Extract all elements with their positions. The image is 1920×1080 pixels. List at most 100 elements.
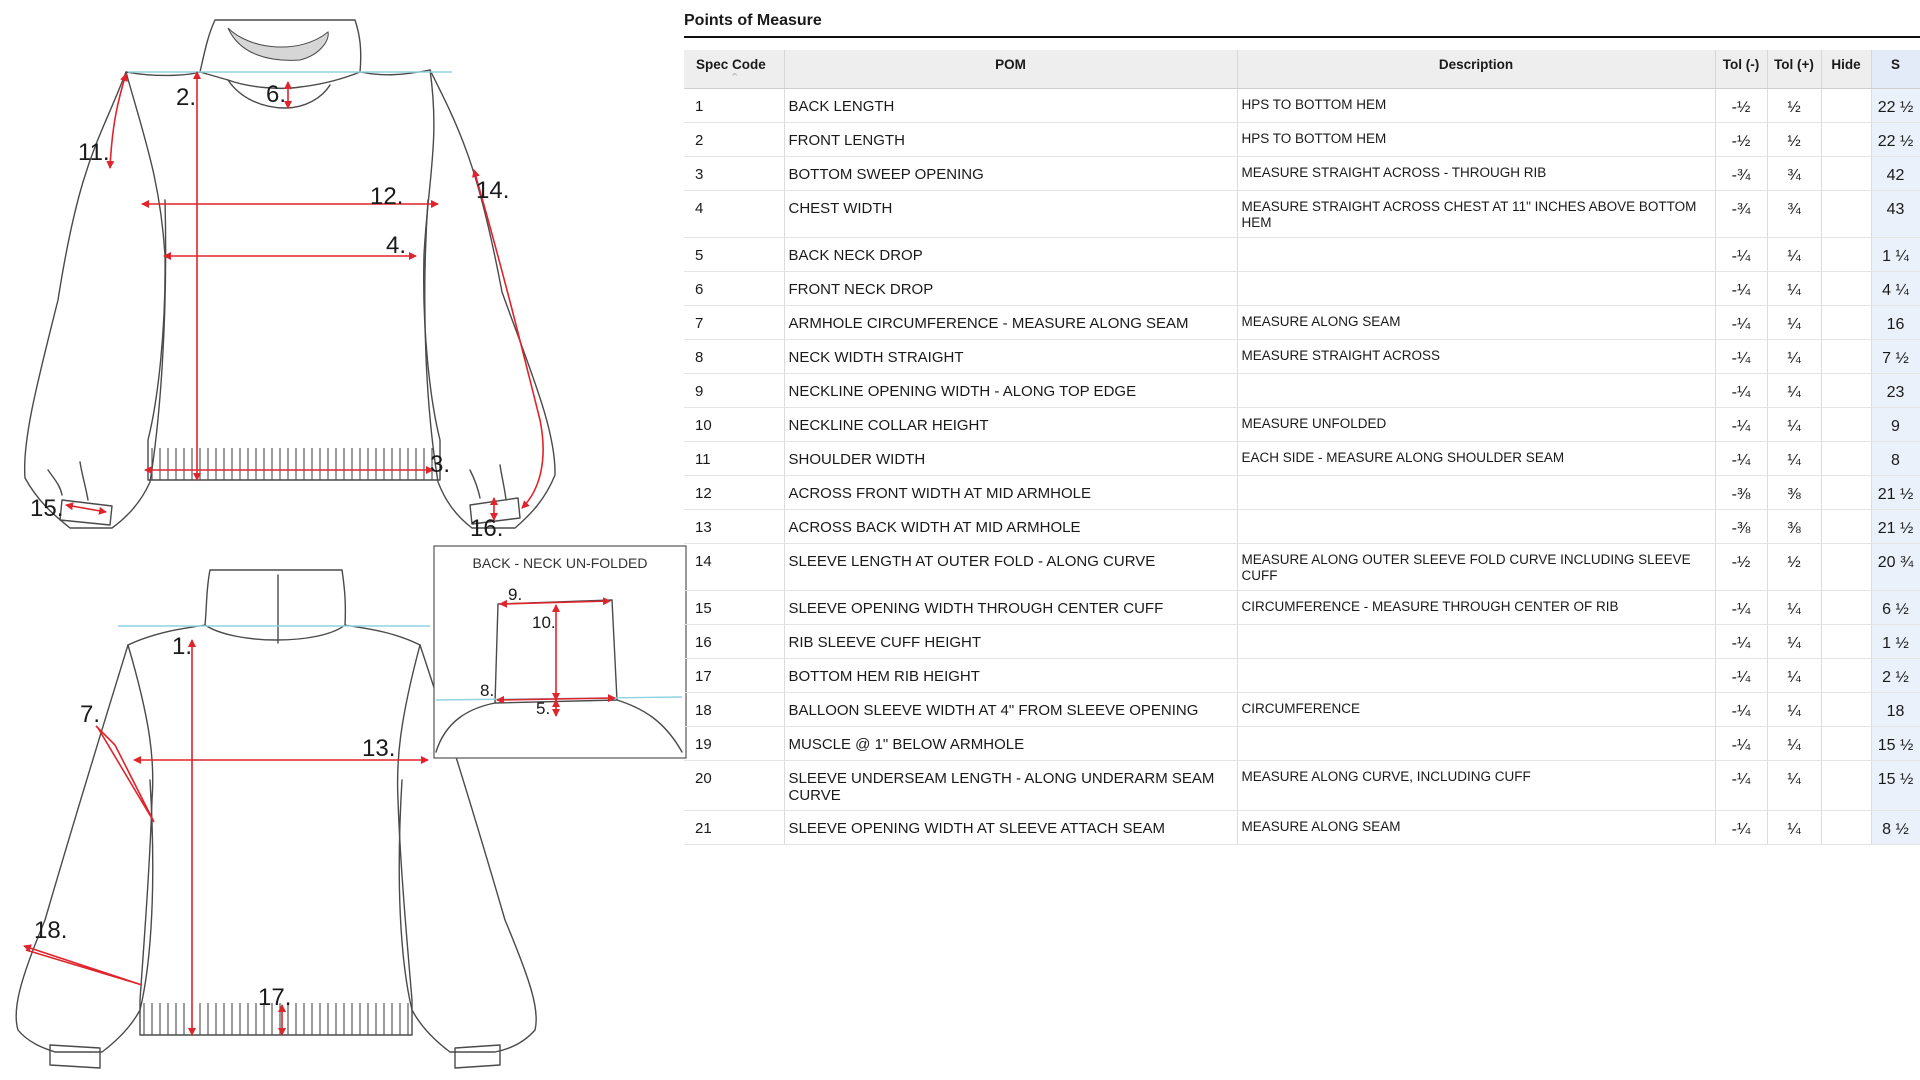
size-s-value-cell[interactable]: 1 ½ [1871, 624, 1920, 659]
hide-cell[interactable] [1821, 339, 1872, 374]
size-s-value-cell[interactable]: 8 ½ [1871, 810, 1920, 845]
hide-cell[interactable] [1821, 305, 1872, 340]
hide-cell[interactable] [1821, 441, 1872, 476]
size-s-value-cell[interactable]: 4 ¼ [1871, 271, 1920, 306]
hide-cell[interactable] [1821, 373, 1872, 408]
tol-minus-cell: -⅜ [1715, 475, 1768, 510]
hide-cell[interactable] [1821, 237, 1872, 272]
size-s-value-cell[interactable]: 8 [1871, 441, 1920, 476]
inset-label-8: 8. [480, 681, 494, 700]
size-s-value-cell[interactable]: 18 [1871, 692, 1920, 727]
hide-cell[interactable] [1821, 122, 1872, 157]
hide-cell[interactable] [1821, 726, 1872, 761]
spec-code-cell: 11 [684, 441, 785, 476]
size-s-value-cell[interactable]: 16 [1871, 305, 1920, 340]
hide-cell[interactable] [1821, 624, 1872, 659]
description-cell: CIRCUMFERENCE - MEASURE THROUGH CENTER O… [1237, 590, 1716, 625]
pom-label-11: 11. [78, 139, 110, 166]
tol-plus-cell: ¼ [1767, 373, 1822, 408]
hide-cell[interactable] [1821, 760, 1872, 811]
pom-label-13: 13. [362, 735, 395, 762]
description-cell: MEASURE ALONG OUTER SLEEVE FOLD CURVE IN… [1237, 543, 1716, 591]
hide-cell[interactable] [1821, 88, 1872, 123]
hide-cell[interactable] [1821, 475, 1872, 510]
size-s-value-cell[interactable]: 7 ½ [1871, 339, 1920, 374]
tol-minus-cell: -¼ [1715, 590, 1768, 625]
spec-code-cell: 15 [684, 590, 785, 625]
inset-label-9: 9. [508, 585, 522, 604]
tol-minus-cell: -½ [1715, 543, 1768, 591]
description-cell [1237, 475, 1716, 510]
tol-plus-cell: ¼ [1767, 692, 1822, 727]
size-s-value-cell[interactable]: 21 ½ [1871, 475, 1920, 510]
col-header-size-s[interactable]: S [1871, 50, 1920, 89]
size-s-value-cell[interactable]: 42 [1871, 156, 1920, 191]
size-s-value-cell[interactable]: 21 ½ [1871, 509, 1920, 544]
hide-cell[interactable] [1821, 509, 1872, 544]
inset-label-5: 5. [536, 699, 550, 718]
size-s-value-cell[interactable]: 43 [1871, 190, 1920, 238]
hide-cell[interactable] [1821, 407, 1872, 442]
size-s-value-cell[interactable]: 15 ½ [1871, 726, 1920, 761]
hide-cell[interactable] [1821, 590, 1872, 625]
spec-code-cell: 7 [684, 305, 785, 340]
description-cell: HPS TO BOTTOM HEM [1237, 88, 1716, 123]
col-header-description[interactable]: Description [1237, 50, 1716, 89]
description-cell [1237, 271, 1716, 306]
hide-cell[interactable] [1821, 658, 1872, 693]
hide-cell[interactable] [1821, 271, 1872, 306]
spec-code-cell: 16 [684, 624, 785, 659]
col-header-hide[interactable]: Hide [1821, 50, 1872, 89]
size-s-value-cell[interactable]: 22 ½ [1871, 122, 1920, 157]
col-header-spec-code[interactable]: Spec Code ⌃ [684, 50, 785, 89]
size-s-value-cell[interactable]: 22 ½ [1871, 88, 1920, 123]
size-s-value-cell[interactable]: 15 ½ [1871, 760, 1920, 811]
pom-name-cell: BACK NECK DROP [784, 237, 1238, 272]
tol-plus-cell: ⅜ [1767, 509, 1822, 544]
spec-code-cell: 4 [684, 190, 785, 238]
sort-caret-up-icon[interactable]: ⌃ [730, 72, 740, 84]
size-s-value-cell[interactable]: 23 [1871, 373, 1920, 408]
size-s-value-cell[interactable]: 6 ½ [1871, 590, 1920, 625]
col-header-tol-minus[interactable]: Tol (-) [1715, 50, 1768, 89]
hide-cell[interactable] [1821, 692, 1872, 727]
col-header-pom[interactable]: POM [784, 50, 1238, 89]
hide-cell[interactable] [1821, 156, 1872, 191]
pom-label-14: 14. [476, 177, 509, 204]
pom-name-cell: MUSCLE @ 1" BELOW ARMHOLE [784, 726, 1238, 761]
size-s-value-cell[interactable]: 2 ½ [1871, 658, 1920, 693]
hide-cell[interactable] [1821, 810, 1872, 845]
tol-minus-cell: -¼ [1715, 339, 1768, 374]
size-s-value-cell[interactable]: 9 [1871, 407, 1920, 442]
tol-minus-cell: -½ [1715, 88, 1768, 123]
hide-cell[interactable] [1821, 543, 1872, 591]
table-header-row: Spec Code ⌃ POM Description Tol (-) Tol … [684, 50, 1920, 89]
size-s-value-cell[interactable]: 1 ¼ [1871, 237, 1920, 272]
size-s-value-cell[interactable]: 20 ¾ [1871, 543, 1920, 591]
col-header-tol-plus[interactable]: Tol (+) [1767, 50, 1822, 89]
tol-plus-cell: ¾ [1767, 190, 1822, 238]
hide-cell[interactable] [1821, 190, 1872, 238]
pom-label-17: 17. [258, 984, 291, 1011]
